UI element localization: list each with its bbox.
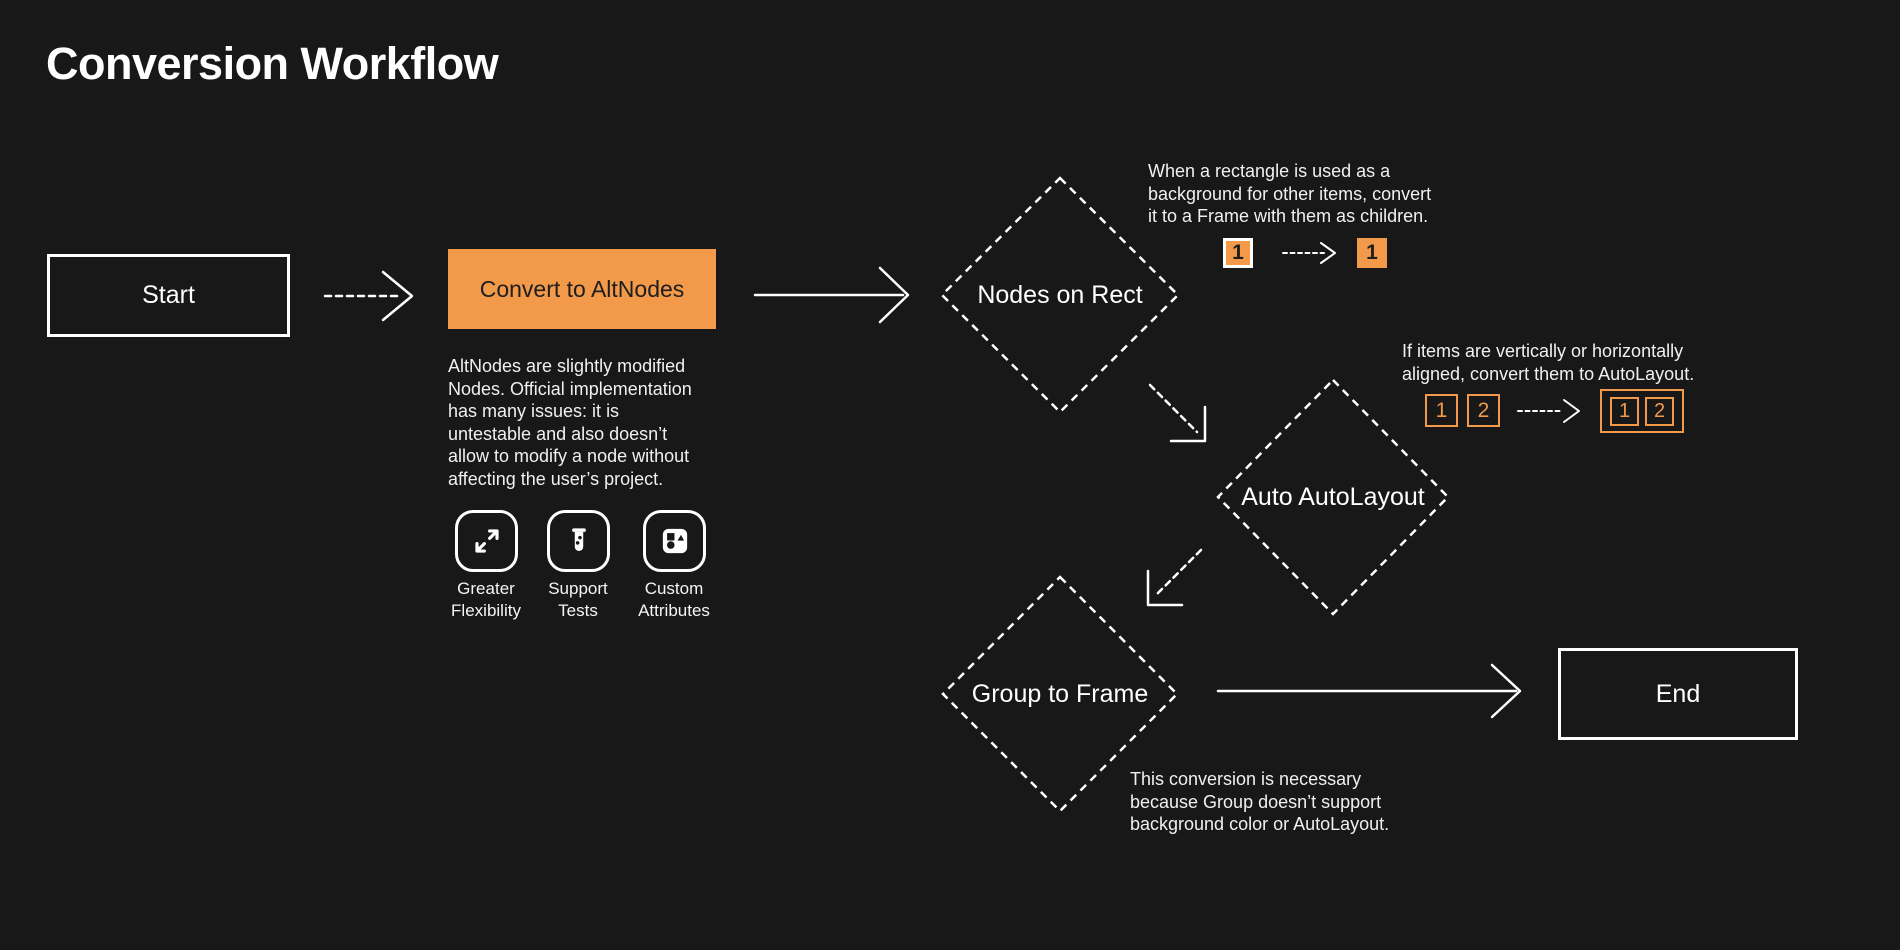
start-node-label: Start (142, 281, 195, 309)
note-line: AltNodes are slightly modified (448, 356, 686, 376)
test-tube-icon (571, 528, 586, 552)
end-node: End (1558, 648, 1798, 740)
autolayout-demo-group: 1 2 (1600, 389, 1684, 433)
expand-arrows-icon (474, 529, 499, 553)
group-to-frame-node: Group to Frame (950, 679, 1170, 709)
note-line: allow to modify a node without (448, 446, 690, 466)
altnodes-note: AltNodes are slightly modified Nodes. Of… (448, 355, 692, 490)
note-line: If items are vertically or horizontally (1402, 341, 1684, 361)
nodes-on-rect-node: Nodes on Rect (950, 280, 1170, 310)
convert-node: Convert to AltNodes (448, 249, 716, 329)
note-line: affecting the user’s project. (448, 468, 664, 489)
group-to-frame-note: This conversion is necessary because Gro… (1130, 768, 1389, 836)
group-to-frame-label: Group to Frame (971, 679, 1149, 708)
note-line: aligned, convert them to AutoLayout. (1402, 363, 1695, 384)
autolayout-demo-item-label: 1 (1435, 398, 1448, 422)
feature-label-line: Tests (558, 600, 598, 620)
note-line: This conversion is necessary (1130, 769, 1362, 789)
arrow-start-to-convert (323, 270, 414, 322)
arrow-autolayout-to-group (1146, 548, 1203, 607)
autolayout-demo-item-1: 1 (1425, 394, 1458, 427)
note-line: When a rectangle is used as a (1148, 161, 1391, 181)
feature-greater-flexibility (455, 510, 518, 572)
note-line: background for other items, convert (1148, 183, 1432, 204)
arrow-rect-demo (1282, 242, 1336, 264)
rect-demo-after-box: 1 (1357, 238, 1387, 268)
rect-demo-before-box: 1 (1223, 238, 1253, 268)
note-line: background color or AutoLayout. (1130, 814, 1390, 834)
convert-node-label: Convert to AltNodes (479, 275, 685, 302)
feature-support-tests (547, 510, 610, 572)
start-node: Start (47, 254, 290, 337)
note-line: has many issues: it is (448, 401, 620, 421)
arrow-rect-to-autolayout (1148, 383, 1207, 443)
rect-demo-before-label: 1 (1232, 241, 1244, 264)
rect-demo-after-label: 1 (1366, 241, 1378, 264)
nodes-on-rect-label: Nodes on Rect (977, 280, 1143, 309)
note-line: because Group doesn’t support (1130, 791, 1382, 812)
feature-label-line: Support (548, 579, 608, 598)
feature-label-support-tests: Support Tests (518, 578, 638, 621)
autolayout-demo-item-label: 2 (1477, 398, 1490, 422)
autolayout-demo-group-item-2: 2 (1645, 396, 1674, 426)
shapes-icon (662, 528, 687, 554)
arrow-convert-to-rect (753, 266, 910, 324)
note-line: it to a Frame with them as children. (1148, 206, 1429, 226)
page-title: Conversion Workflow (46, 38, 499, 89)
arrow-autolayout-demo (1517, 399, 1580, 423)
auto-autolayout-note: If items are vertically or horizontally … (1402, 340, 1694, 385)
end-node-label: End (1655, 679, 1701, 708)
feature-label-line: Flexibility (451, 600, 521, 620)
autolayout-demo-item-label: 1 (1618, 399, 1631, 422)
arrow-group-to-end (1216, 663, 1522, 719)
feature-label-line: Attributes (638, 600, 710, 620)
feature-custom-attributes (643, 510, 706, 572)
auto-autolayout-label: Auto AutoLayout (1241, 482, 1425, 511)
feature-label-greater-flexibility: Greater Flexibility (426, 578, 546, 621)
autolayout-demo-item-label: 2 (1653, 399, 1666, 422)
feature-label-line: Greater (457, 579, 515, 598)
feature-label-line: Custom (644, 579, 704, 598)
note-line: Nodes. Official implementation (448, 378, 692, 399)
autolayout-demo-group-item-1: 1 (1610, 396, 1639, 426)
auto-autolayout-node: Auto AutoLayout (1223, 482, 1443, 512)
note-line: untestable and also doesn’t (448, 423, 668, 444)
feature-label-custom-attributes: Custom Attributes (614, 578, 734, 621)
nodes-on-rect-note: When a rectangle is used as a background… (1148, 160, 1431, 228)
autolayout-demo-item-2: 2 (1467, 394, 1500, 427)
